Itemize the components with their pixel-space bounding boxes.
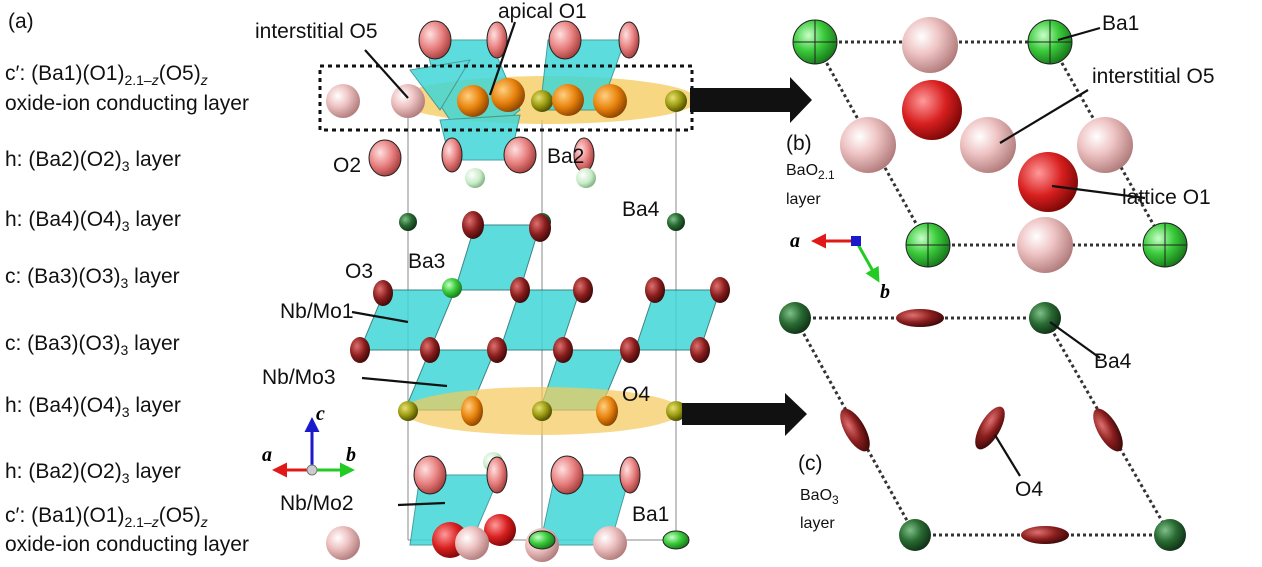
layer-label-h-ba4-bottom: h: (Ba4)(O4)3 layer: [5, 394, 181, 420]
inset-b-name: BaO2.1: [786, 162, 835, 182]
layer-label-cprime-bottom: c′: (Ba1)(O1)2.1–z(O5)z: [5, 504, 208, 530]
arrow-to-inset-b: [690, 77, 812, 123]
inset-axis-b-label: b: [880, 281, 890, 303]
layer-label-conducting-bottom: oxide-ion conducting layer: [5, 533, 249, 556]
panel-c-label: (c): [798, 452, 823, 475]
arrow-to-inset-c: [682, 393, 807, 436]
o3-rows: [350, 277, 730, 363]
ba4-row: [399, 211, 685, 242]
panel-b-label: (b): [786, 132, 812, 155]
top-layer-atoms: [326, 20, 687, 188]
label-lattice-o1: lattice O1: [1122, 186, 1211, 209]
layer-label-h-ba2-bottom: h: (Ba2)(O2)3 layer: [5, 460, 181, 486]
axis-c-label: c: [316, 403, 325, 425]
label-interstitial-o5-a: interstitial O5: [255, 20, 378, 43]
label-ba1-a: Ba1: [632, 503, 669, 526]
label-o3: O3: [345, 260, 373, 283]
panel-a-label: (a): [8, 10, 34, 33]
axis-a-label: a: [262, 444, 272, 466]
label-o2: O2: [333, 154, 361, 177]
panel-a-structure: a b c: [262, 20, 812, 562]
label-interstitial-o5-b: interstitial O5: [1092, 65, 1215, 88]
layer-label-conducting-top: oxide-ion conducting layer: [5, 92, 249, 115]
label-ba4-c: Ba4: [1094, 350, 1132, 373]
inset-b-layer-word: layer: [786, 191, 821, 208]
label-nbmo2: Nb/Mo2: [280, 492, 354, 515]
inset-axis-a-label: a: [790, 230, 800, 252]
o4-row: [398, 396, 686, 426]
panel-b-inset: Ba1 interstitial O5 lattice O1 BaO2.1 la…: [786, 12, 1215, 303]
label-apical-o1: apical O1: [498, 0, 587, 23]
label-nbmo3: Nb/Mo3: [262, 366, 336, 389]
leader-lines-a: [351, 21, 517, 507]
label-ba3: Ba3: [408, 250, 445, 273]
label-ba4-a: Ba4: [622, 198, 660, 221]
axes-triad-a: a b c: [262, 403, 356, 478]
layer-label-cprime-top: c′: (Ba1)(O1)2.1–z(O5)z: [5, 62, 208, 88]
layer-label-h-ba2-top: h: (Ba2)(O2)3 layer: [5, 148, 181, 174]
layer-label-h-ba4-top: h: (Ba4)(O4)3 layer: [5, 208, 181, 234]
atom-labels-a: interstitial O5 apical O1 O2 Ba2 Ba4 O3 …: [255, 0, 669, 526]
label-o4-a: O4: [622, 383, 650, 406]
label-ba1-b: Ba1: [1102, 12, 1139, 35]
inset-c-name: BaO3: [800, 487, 839, 507]
axis-b-label: b: [346, 444, 356, 466]
layer-label-c-ba3-top: c: (Ba3)(O3)3 layer: [5, 265, 180, 291]
label-ba2: Ba2: [547, 145, 584, 168]
inset-c-layer-word: layer: [800, 515, 835, 532]
panel-c-inset: Ba4 O4 BaO3 layer: [779, 302, 1186, 551]
layer-labels: c′: (Ba1)(O1)2.1–z(O5)z oxide-ion conduc…: [5, 62, 249, 556]
label-o4-c: O4: [1015, 478, 1043, 501]
bottom-layer-atoms: [326, 452, 690, 562]
label-nbmo1: Nb/Mo1: [280, 300, 354, 323]
layer-label-c-ba3-bottom: c: (Ba3)(O3)3 layer: [5, 332, 180, 358]
